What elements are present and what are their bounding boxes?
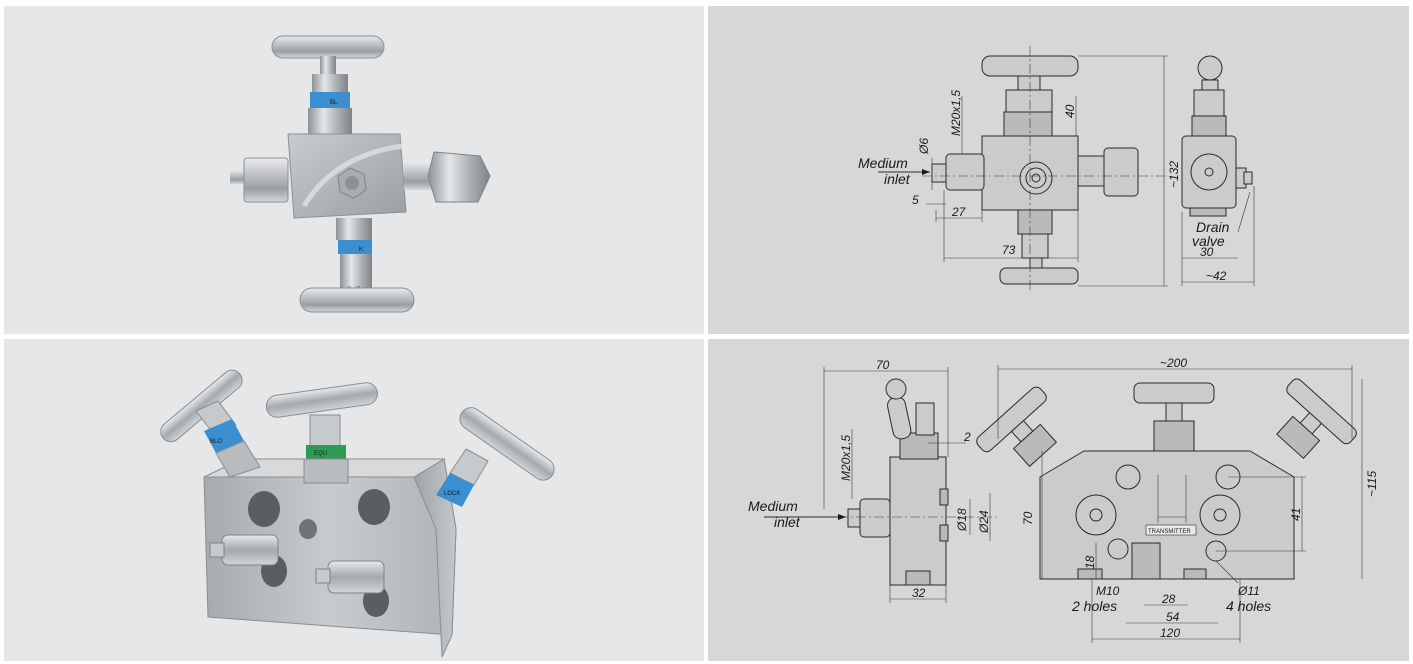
side-d24-dim: Ø24 <box>977 510 991 534</box>
front-block <box>1039 450 1295 580</box>
side-d30-dim: 30 <box>1200 245 1214 259</box>
photo-manifold-three-valve: BLO EQU LOCK <box>4 339 704 661</box>
side-d70-dim: 70 <box>876 358 890 372</box>
front-handle-middle <box>1133 382 1215 404</box>
photo-ring-right <box>436 473 474 507</box>
front-d115-dim: ~115 <box>1365 471 1379 497</box>
front-d28-dim: 28 <box>1161 592 1176 606</box>
drawing-manifold-three-valve: 70 M20x1,5 2 Ø18 Ø24 Medium inlet 32 <box>708 339 1409 661</box>
ring-label-bottom: K <box>359 247 363 253</box>
front-d41-dim: 41 <box>1289 508 1303 521</box>
drawing-handle-bottom <box>999 267 1079 285</box>
side-d32-dim: 32 <box>912 586 926 600</box>
front-d54-dim: 54 <box>1166 610 1180 624</box>
photo-ring-middle-label: EQU <box>314 451 327 457</box>
front-d120-dim: 120 <box>1160 626 1180 640</box>
top-d27-dim: 27 <box>951 205 967 219</box>
bottom-inlet-label-2: inlet <box>774 514 801 530</box>
front-d200-dim: ~200 <box>1160 356 1187 370</box>
front-d70-dim: 70 <box>1021 511 1035 525</box>
top-d40-dim: 40 <box>1063 104 1077 118</box>
side-thread-dim: M20x1,5 <box>839 435 853 481</box>
front-d18h-dim: 18 <box>1083 555 1097 569</box>
front-four-holes-label: 4 holes <box>1226 598 1271 614</box>
photo-ring-left <box>204 419 244 453</box>
top-inlet-label-2: inlet <box>884 171 911 187</box>
drain-label-1: Drain <box>1196 219 1230 235</box>
block-ring-top <box>310 92 350 108</box>
bottom-inlet-label-1: Medium <box>748 498 798 514</box>
side-view-handle <box>1197 55 1223 81</box>
side-d18-dim: Ø18 <box>955 508 969 532</box>
drawing-manifold-two-valve: Medium inlet M20x1,5 Ø6 40 5 27 73 ~132 <box>708 6 1409 334</box>
front-m10-dim: M10 <box>1096 584 1120 598</box>
side-d42-dim: ~42 <box>1206 269 1227 283</box>
photo-ring-right-label: LOCK <box>444 491 460 497</box>
top-d73-dim: 73 <box>1002 243 1016 257</box>
front-d11-dim: Ø11 <box>1237 584 1260 598</box>
side-view-body <box>1181 135 1237 209</box>
photo-ring-middle <box>306 445 346 459</box>
drain-label-2: valve <box>1192 233 1225 249</box>
side-block <box>889 456 947 586</box>
side-d2-dim: 2 <box>963 430 971 444</box>
top-d6-dim: Ø6 <box>917 138 931 155</box>
top-thread-dim: M20x1,5 <box>949 90 963 136</box>
photo-ring-left-label: BLO <box>210 439 222 445</box>
top-inlet-label-1: Medium <box>858 155 908 171</box>
top-d5-dim: 5 <box>912 193 919 207</box>
ring-label-top: BL <box>330 100 338 106</box>
top-d132-dim: ~132 <box>1167 161 1181 188</box>
block-ring-bottom <box>338 240 372 254</box>
front-two-holes-label: 2 holes <box>1071 598 1117 614</box>
transmitter-label: TRANSMITTER <box>1148 529 1191 535</box>
photo-manifold-two-valve: BL K <box>4 6 704 334</box>
